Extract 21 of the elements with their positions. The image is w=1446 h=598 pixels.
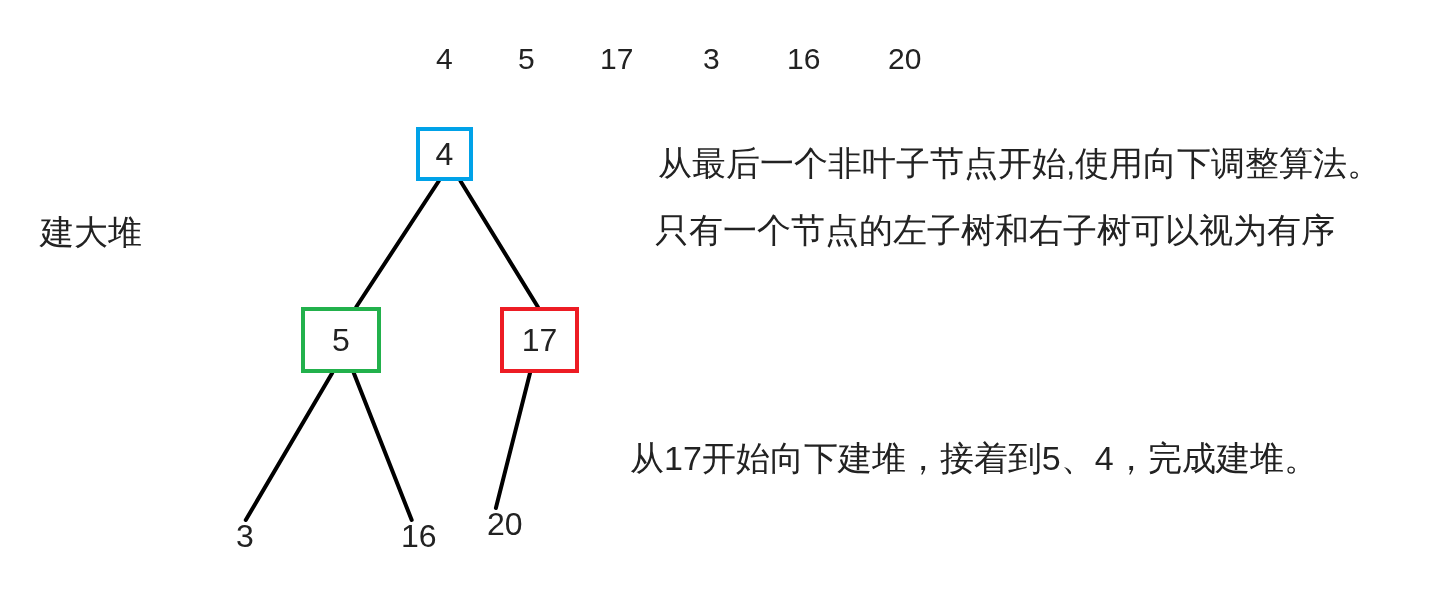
tree-edge bbox=[351, 371, 414, 522]
tree-edge bbox=[458, 179, 540, 309]
note-text: 从17开始向下建堆，接着到5、4，完成建堆。 bbox=[630, 441, 1318, 475]
heading-text: 建大堆 bbox=[40, 215, 142, 249]
note-text: 从最后一个非叶子节点开始,使用向下调整算法。 bbox=[658, 146, 1382, 180]
array-value: 5 bbox=[518, 44, 535, 74]
array-value: 16 bbox=[787, 44, 821, 74]
tree-edge bbox=[493, 371, 532, 510]
tree-node-box: 5 bbox=[301, 307, 381, 373]
array-value: 4 bbox=[436, 44, 453, 74]
tree-node-box: 17 bbox=[500, 307, 579, 373]
array-value: 20 bbox=[888, 44, 922, 74]
tree-node-box: 4 bbox=[416, 127, 473, 181]
tree-node-value: 3 bbox=[236, 520, 254, 552]
tree-edge bbox=[354, 179, 441, 309]
tree-node-value: 20 bbox=[487, 508, 523, 540]
tree-edge bbox=[243, 371, 335, 522]
tree-node-value: 16 bbox=[401, 520, 437, 552]
note-text: 只有一个节点的左子树和右子树可以视为有序 bbox=[655, 213, 1335, 247]
array-value: 17 bbox=[600, 44, 634, 74]
array-value: 3 bbox=[703, 44, 720, 74]
